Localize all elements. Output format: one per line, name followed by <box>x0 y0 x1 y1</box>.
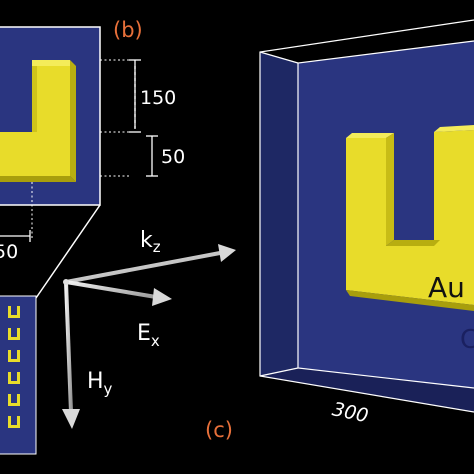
gold-u-inner-side <box>386 133 394 246</box>
dimension-50-arm: 50 <box>161 146 185 168</box>
gold-u-top-left <box>346 133 394 138</box>
array-cells <box>8 306 20 428</box>
h-label: Hy <box>87 369 113 398</box>
array-u-cell <box>8 394 20 406</box>
e-label: Ex <box>137 321 160 350</box>
gold-u-inner-bottom <box>386 240 440 246</box>
panel-b-bar-bottom-bevel <box>0 176 76 182</box>
dimension-guides <box>31 59 130 240</box>
panel-b-arm-top-bevel <box>32 60 70 66</box>
h-arrow <box>62 281 80 429</box>
field-axes <box>62 244 236 429</box>
substrate-bottom-face <box>260 368 474 412</box>
array-strip <box>0 295 37 455</box>
array-u-cell <box>8 416 20 428</box>
material-label-partial: C <box>460 325 474 355</box>
dimension-300: 300 <box>330 398 370 427</box>
array-u-cell <box>8 372 20 384</box>
k-arrow <box>65 244 236 284</box>
panel-b-arm-right-bevel <box>70 60 76 182</box>
material-label: Au <box>428 271 465 304</box>
dimension-bars <box>0 59 158 242</box>
zoom-lines <box>35 204 101 299</box>
array-u-cell <box>8 306 20 318</box>
gold-u-top-right <box>434 125 474 132</box>
dimension-150: 150 <box>140 87 176 109</box>
gold-u-structure <box>346 125 474 311</box>
gold-u-bottom-edge <box>346 290 474 311</box>
dimension-50-width: 50 <box>0 241 18 263</box>
gold-u-face <box>346 130 474 305</box>
k-label: kz <box>140 228 161 256</box>
panel-b-gold-arm <box>32 60 70 176</box>
panel-c-label: (c) <box>205 418 233 442</box>
panel-b-arm-left-shade <box>32 66 37 132</box>
panel-b-label: (b) <box>113 18 143 42</box>
substrate-top-face <box>260 20 474 63</box>
box-edges <box>259 19 474 413</box>
substrate-left-face <box>260 52 298 376</box>
panel-b <box>0 26 101 206</box>
array-u-cell <box>8 328 20 340</box>
axes-origin <box>63 279 69 285</box>
panel-c: Au C (c) 300 <box>205 19 474 442</box>
array-u-cell <box>8 350 20 362</box>
e-arrow <box>65 280 172 306</box>
